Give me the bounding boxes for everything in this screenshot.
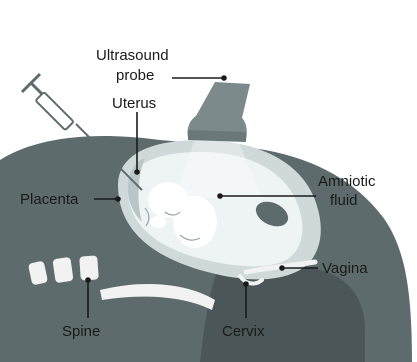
spine-label: Spine xyxy=(62,323,100,340)
amniotic-fluid-label-line2: fluid xyxy=(330,192,358,209)
cervix-label: Cervix xyxy=(222,323,265,340)
vagina-label: Vagina xyxy=(322,260,368,277)
amniotic-fluid-label-line1: Amniotic xyxy=(318,173,376,190)
ultrasound-probe-label-line2: probe xyxy=(116,67,154,84)
uterus-label: Uterus xyxy=(112,95,156,112)
placenta-label: Placenta xyxy=(20,191,79,208)
ultrasound-probe-label-line1: Ultrasound xyxy=(96,47,169,64)
probe-head xyxy=(188,130,246,142)
